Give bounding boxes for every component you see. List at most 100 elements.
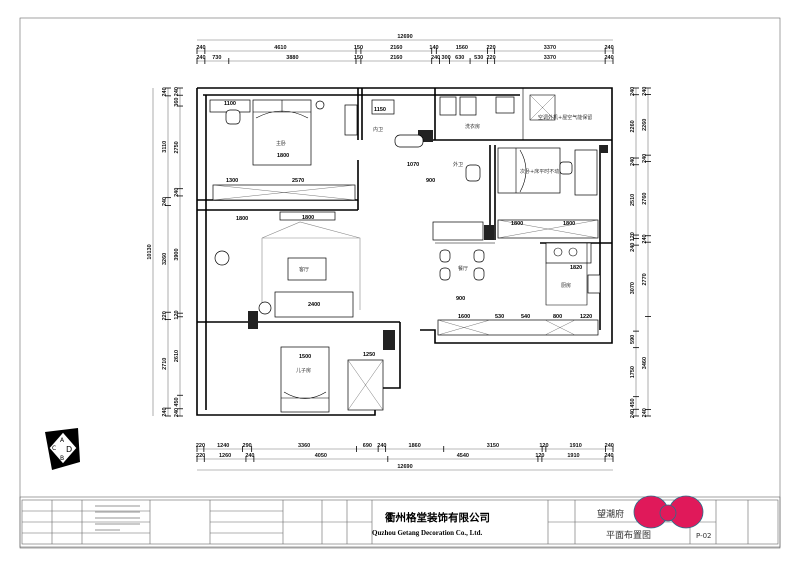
company-logo: A C D B <box>45 428 80 470</box>
dimension-value: 240 <box>604 45 613 51</box>
dimension-value: 240 <box>431 55 440 61</box>
dimension-value: 220 <box>196 453 205 459</box>
dimension-value: 240 <box>630 157 636 166</box>
dimension-value: 120 <box>630 232 636 241</box>
chair <box>225 109 241 125</box>
toilet <box>465 164 481 182</box>
furniture <box>209 94 601 413</box>
dimension-value: 120 <box>535 453 544 459</box>
lamp-icon <box>315 100 325 110</box>
column <box>484 225 494 240</box>
dimension-value: 240 <box>245 453 254 459</box>
dimension-value: 2760 <box>642 193 648 205</box>
dimension-value: 290 <box>243 443 252 449</box>
laundry-sink <box>495 96 515 114</box>
dim-wardrobe-b: 2570 <box>292 178 304 184</box>
coffee-table <box>287 257 327 281</box>
room-guest-bath: 外卫 <box>453 161 463 168</box>
bow-icon <box>633 495 704 529</box>
dim-sofa: 2400 <box>308 302 320 308</box>
dim-son-bed: 1500 <box>299 354 311 360</box>
title-block: 衢州格堂装饰有限公司 Quzhou Getang Decoration Co.,… <box>19 496 781 548</box>
dimension-value: 240 <box>162 407 168 416</box>
dimension-value: 1860 <box>409 443 421 449</box>
logo-letter: C <box>52 445 56 452</box>
dining-cabinet <box>432 221 484 241</box>
dim-dining-table: 900 <box>456 296 465 302</box>
furniture-dimensions: 1100 1800 1300 2570 1800 1800 2400 1500 … <box>224 101 592 360</box>
dimension-value: 3880 <box>286 55 298 61</box>
dimension-value: 1750 <box>630 366 636 378</box>
chair <box>559 161 573 175</box>
chair <box>439 249 451 263</box>
dimension-value: 220 <box>196 443 205 449</box>
dimension-value: 450 <box>174 397 180 406</box>
room-son: 儿子房 <box>296 367 311 374</box>
dimension-value: 240 <box>642 234 648 243</box>
dimension-value: 4050 <box>315 453 327 459</box>
dimension-value: 120 <box>539 443 548 449</box>
toilet <box>394 134 424 148</box>
kitchen-sink <box>587 274 601 294</box>
column <box>248 311 258 329</box>
room-living: 客厅 <box>299 266 309 273</box>
dimension-value: 3370 <box>544 55 556 61</box>
dimension-value: 690 <box>363 443 372 449</box>
dimension-value: 240 <box>174 87 180 96</box>
dimension-value: 450 <box>630 398 636 407</box>
dimension-value: 240 <box>642 408 648 417</box>
company-name-cn: 衢州格堂装饰有限公司 <box>385 511 490 524</box>
dimension-value: 530 <box>474 55 483 61</box>
dimension-value: 1240 <box>217 443 229 449</box>
chair <box>473 267 485 281</box>
dimension-value: 3070 <box>630 282 636 294</box>
project-name: 望潮府 <box>597 508 624 520</box>
dimension-value: 360 <box>174 98 180 107</box>
room-ensuite-bath: 内卫 <box>373 126 383 133</box>
dimension-value: 240 <box>174 188 180 197</box>
dimension-value: 2160 <box>390 55 402 61</box>
dimension-value: 1910 <box>570 443 582 449</box>
dim-second-wardrobe-a: 1800 <box>511 221 523 227</box>
dimension-value: 2160 <box>390 45 402 51</box>
logo-letter: D <box>66 445 72 454</box>
dimension-value: 240 <box>162 87 168 96</box>
room-master-bedroom: 主卧 <box>276 140 286 147</box>
dimension-value: 240 <box>630 409 636 418</box>
dim-master-bed: 1800 <box>277 153 289 159</box>
dimension-value: 630 <box>455 55 464 61</box>
dimension-value: 4540 <box>457 453 469 459</box>
company-name-en: Quzhou Getang Decoration Co., Ltd. <box>372 529 483 537</box>
dimension-value: 220 <box>162 311 168 320</box>
dimension-value: 300 <box>442 55 451 61</box>
room-dining: 餐厅 <box>458 265 468 272</box>
dimension-total: 12690 <box>397 464 412 470</box>
sheet-number: P-02 <box>696 532 712 540</box>
logo-letter: B <box>60 455 64 462</box>
dimension-value: 3260 <box>162 253 168 265</box>
room-second-bedroom: 次卧+床平时不动 <box>520 168 559 175</box>
sofa <box>274 291 354 318</box>
second-bed <box>497 147 561 194</box>
dim-stove-counter: 1820 <box>570 265 582 271</box>
dimension-value: 3110 <box>162 141 168 153</box>
dimension-value: 140 <box>429 45 438 51</box>
dimension-value: 240 <box>196 45 205 51</box>
desk <box>574 149 598 196</box>
dimension-value: 240 <box>174 408 180 417</box>
dimension-value: 240 <box>630 243 636 252</box>
stove <box>545 242 592 264</box>
dimension-value: 3360 <box>298 443 310 449</box>
dimension-value: 1260 <box>219 453 231 459</box>
dimension-value: 240 <box>377 443 386 449</box>
chair <box>473 249 485 263</box>
drawing-name: 平面布置图 <box>606 529 651 541</box>
dimension-total: 10130 <box>147 244 153 259</box>
dimension-value: 150 <box>354 45 363 51</box>
dimension-value: 2610 <box>174 350 180 362</box>
chair <box>439 267 451 281</box>
room-labels: 主卧 内卫 洗衣房 空调外机+屋空气能保留 外卫 次卧+床平时不动 客厅 餐厅 … <box>276 114 592 374</box>
dimension-value: 240 <box>605 443 614 449</box>
